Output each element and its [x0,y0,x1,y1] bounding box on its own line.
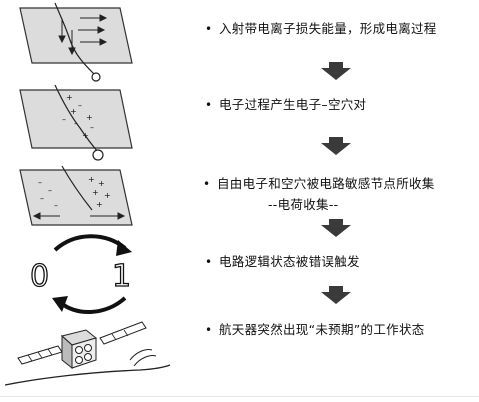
electron-arrows [58,14,108,56]
step-pair-generation: • 电子过程产生电子–空穴对 [205,97,366,113]
down-arrow-icon [321,286,351,304]
minus-charge-mark: – [74,119,78,128]
plus-charge-mark: + [86,113,93,122]
step-text: 航天器突然出现“未预期”的工作状态 [219,322,425,337]
orbit-line [4,364,171,386]
down-arrow-icon [321,62,351,80]
flip-arrow-top [53,234,127,252]
bullet-icon: • [205,98,213,112]
semiconductor-slab [19,169,133,226]
satellite-panel [4,321,171,386]
bit-one: 1 [112,259,131,294]
step-charge-collection-subtitle: --电荷收集-- [268,197,339,212]
step-text: 自由电子和空穴被电路敏感节点所收集 [217,176,435,191]
bit-flip-panel: 0 1 [29,234,132,315]
satellite-icon [17,321,147,370]
step-text: 电路逻辑状态被错误触发 [219,254,360,269]
down-arrow-icon [321,137,351,155]
ion-track [61,165,93,211]
bottom-divider [0,396,479,397]
minus-charge-mark: – [48,186,52,195]
plus-charge-mark: + [88,175,95,184]
flip-arrowhead-bottom [52,296,68,312]
bullet-icon: • [203,177,211,191]
plus-charge-mark: + [96,200,103,209]
step-ionization: • 入射带电离子损失能量，形成电离过程 [205,21,437,37]
bullet-icon: • [205,323,213,337]
plus-charge-mark: + [66,93,73,102]
minus-charge-mark: – [90,123,94,132]
minus-charge-mark: – [40,194,44,203]
step-logic-upset: • 电路逻辑状态被错误触发 [205,254,360,270]
bit-zero: 0 [30,259,49,294]
step-text: 电子过程产生电子–空穴对 [219,97,367,112]
motion-mark [129,349,153,361]
step-charge-collection: • 自由电子和空穴被电路敏感节点所收集 [203,176,435,192]
collection-arrows [32,212,126,220]
bullet-icon: • [205,255,213,269]
charge-pairs: + – + + – – + – [62,93,94,140]
step-spacecraft-anomaly: • 航天器突然出现“未预期”的工作状态 [205,322,425,338]
flip-arrow-bottom [58,296,127,315]
semiconductor-slab [19,7,133,64]
plus-charge-mark: + [98,179,105,188]
minus-charge-mark: – [54,201,58,210]
motion-mark [133,355,157,367]
plus-charge-mark: + [70,107,77,116]
ion-track [54,2,96,76]
flip-arrowhead-top [116,240,132,256]
minus-charge-mark: – [78,101,82,110]
plus-charge-mark: + [82,131,89,140]
minus-charge-mark: – [38,178,42,187]
semiconductor-slab [19,89,133,149]
plus-charge-mark: + [104,191,111,200]
pair-generation-panel: + – + + – – + – [19,84,133,161]
plus-charge-mark: + [92,188,99,197]
ion-particle-icon [91,72,101,82]
charge-carriers: – – – – + + + + + [38,175,111,210]
charge-collection-panel: – – – – + + + + + [19,165,133,226]
down-arrow-icon [321,219,351,237]
ion-particle-icon [92,149,104,161]
minus-charge-mark: – [62,115,66,124]
ion-track [54,84,99,153]
bullet-icon: • [205,22,213,36]
ionization-panel [19,2,133,82]
step-text: 入射带电离子损失能量，形成电离过程 [219,21,437,36]
